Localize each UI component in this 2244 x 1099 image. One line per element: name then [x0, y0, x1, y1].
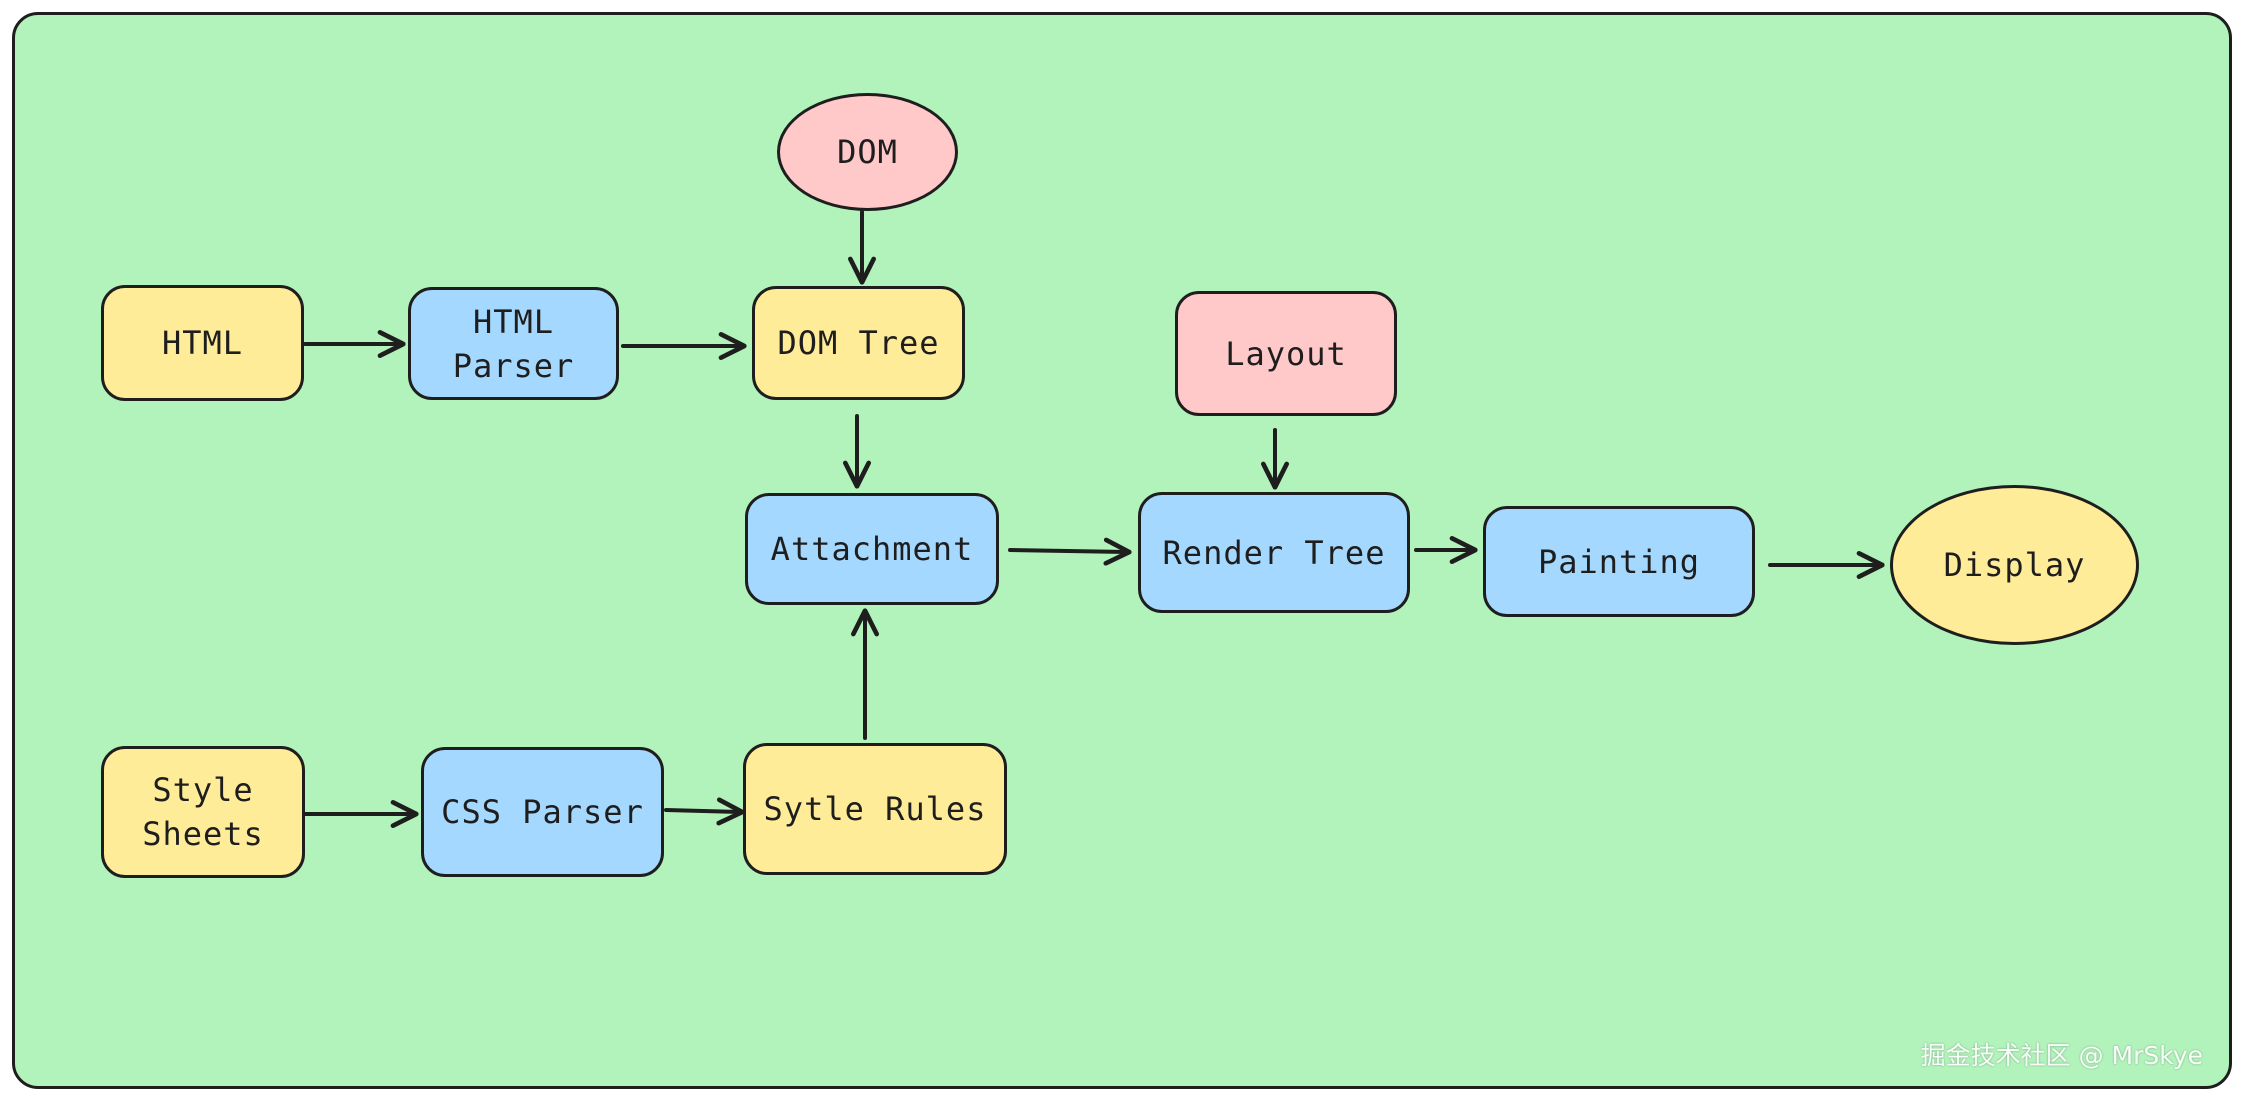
node-display: Display — [1890, 485, 2139, 645]
node-html: HTML — [101, 285, 304, 401]
watermark: 掘金技术社区 @ MrSkye — [1920, 1041, 2203, 1070]
node-attachment: Attachment — [745, 493, 999, 605]
node-html-parser: HTML Parser — [408, 287, 619, 400]
node-painting: Painting — [1483, 506, 1755, 617]
node-layout: Layout — [1175, 291, 1397, 416]
node-css-parser: CSS Parser — [421, 747, 664, 877]
node-style-rules: Sytle Rules — [743, 743, 1007, 875]
edge-attachment-to-render-tree — [1008, 537, 1132, 566]
diagram-canvas: HTML HTML Parser DOM DOM Tree Layout Att… — [12, 12, 2232, 1089]
node-style-sheets: Style Sheets — [101, 746, 305, 878]
node-render-tree: Render Tree — [1138, 492, 1410, 613]
node-dom: DOM — [777, 93, 958, 211]
node-dom-tree: DOM Tree — [752, 286, 965, 400]
edge-css-parser-to-style-rules — [664, 797, 745, 826]
